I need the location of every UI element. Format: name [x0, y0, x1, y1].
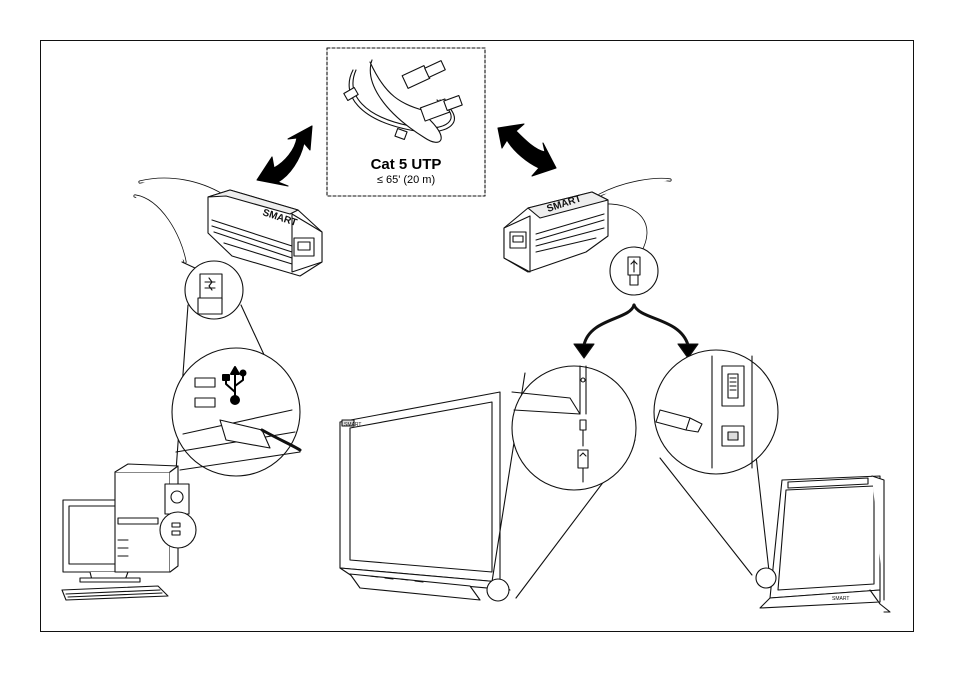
interactive-pen-display: SMART	[760, 476, 890, 612]
desktop-computer	[62, 464, 196, 600]
cable-spec-label: Cat 5 UTP ≤ 65' (20 m)	[327, 156, 485, 186]
computer-usb-port-magnifier	[172, 348, 300, 476]
cable-length: ≤ 65' (20 m)	[327, 174, 485, 186]
whiteboard-usb-port-magnifier	[487, 366, 636, 601]
display-usb-port-magnifier	[654, 350, 778, 588]
interactive-whiteboard: SMART	[340, 392, 510, 600]
display-logo: SMART	[832, 596, 849, 602]
usb-b-plug-magnifier	[610, 247, 658, 295]
branch-down-arrow	[574, 305, 698, 358]
board-logo: SMART	[344, 422, 361, 428]
usb-extender-computer-module: SMART	[135, 179, 322, 276]
cable-name: Cat 5 UTP	[327, 156, 485, 173]
double-headed-curved-arrow-right	[498, 124, 556, 176]
double-headed-curved-arrow-left	[257, 126, 312, 186]
usb-a-plug-magnifier	[182, 261, 243, 319]
